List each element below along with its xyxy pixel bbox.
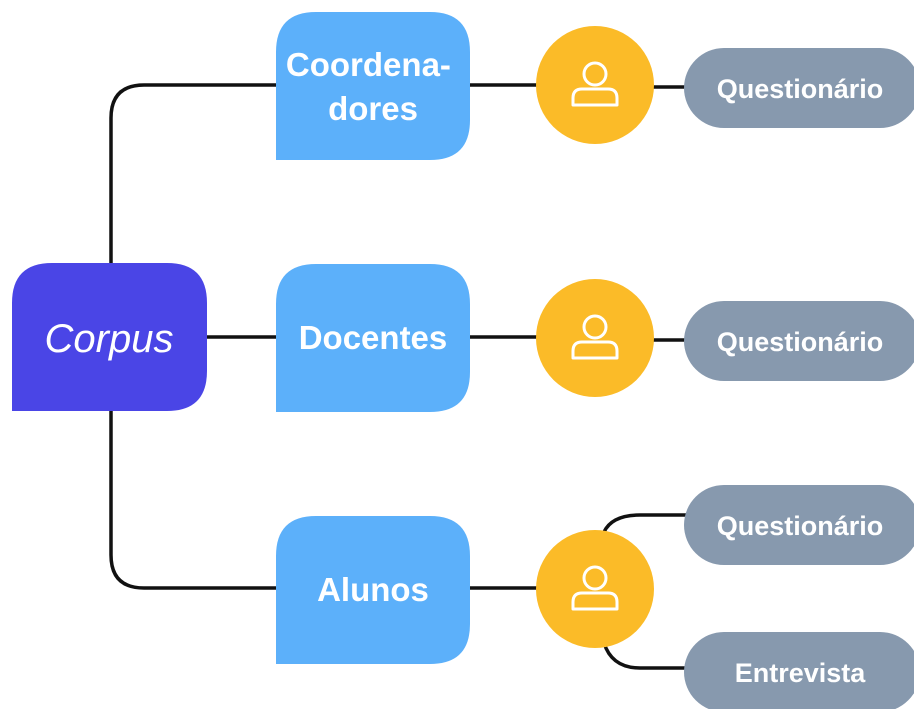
root-node: Corpus [12, 263, 207, 411]
root-node-label: Corpus [45, 317, 174, 361]
group-node-coordenadores-label-line-2: dores [328, 90, 418, 127]
instrument-label: Questionário [717, 327, 884, 357]
instrument-pill [684, 632, 914, 709]
instrument-label: Questionário [717, 74, 884, 104]
group-node-docentes-shape [276, 264, 470, 412]
connector-root-alunos [109, 410, 280, 590]
connector-alunos-questionario [602, 513, 690, 533]
group-node-coordenadores: Coordena- dores [276, 12, 470, 160]
person-icon [571, 61, 619, 107]
instrument-label: Entrevista [735, 658, 867, 688]
person-icon [571, 314, 619, 360]
instrument-docentes-questionario: Questionário [684, 301, 914, 381]
participant-alunos [536, 530, 654, 648]
group-node-docentes: Docentes [276, 264, 470, 412]
instrument-alunos-entrevista: Entrevista [684, 632, 914, 709]
group-node-coordenadores-label: Coordena- dores [286, 46, 460, 127]
instrument-pill [684, 301, 914, 381]
group-node-alunos: Alunos [276, 516, 470, 664]
participant-docentes [536, 279, 654, 397]
instrument-pill [684, 48, 914, 128]
instrument-label: Questionário [717, 511, 884, 541]
instrument-coordenadores-questionario: Questionário [684, 48, 914, 128]
group-node-docentes-label: Docentes [299, 319, 448, 356]
person-icon [571, 565, 619, 611]
group-node-alunos-label: Alunos [317, 571, 429, 608]
group-node-coordenadores-shape [276, 12, 470, 160]
connectors [109, 83, 690, 670]
instrument-pill [684, 485, 914, 565]
participant-coordenadores [536, 26, 654, 144]
group-node-alunos-shape [276, 516, 470, 664]
connector-alunos-entrevista [602, 642, 690, 670]
instrument-alunos-questionario: Questionário [684, 485, 914, 565]
root-node-shape [12, 263, 207, 411]
group-node-coordenadores-label-line-1: Coordena- [286, 46, 451, 83]
connector-root-coordenadores [109, 83, 280, 265]
